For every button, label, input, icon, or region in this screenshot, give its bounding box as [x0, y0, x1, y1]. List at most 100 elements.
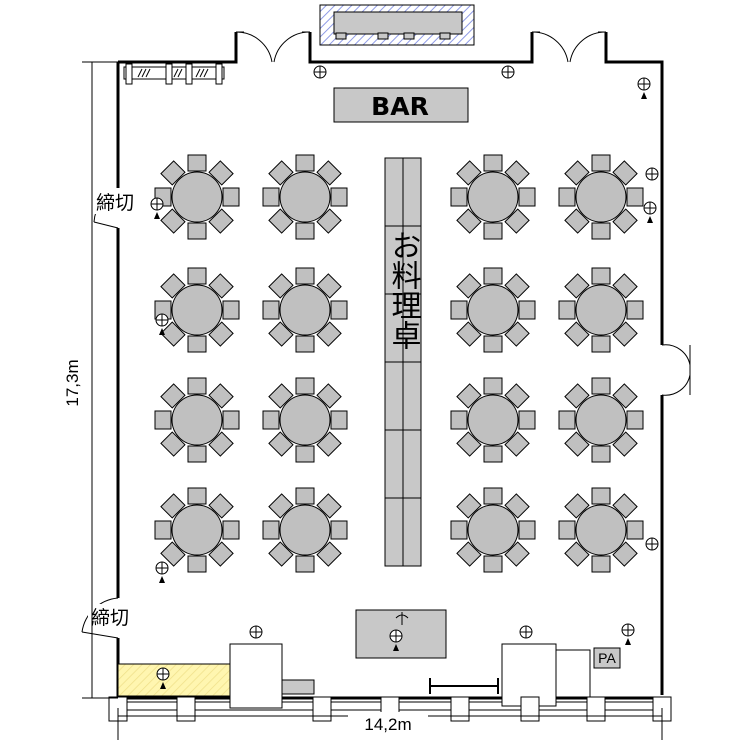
chair: [456, 541, 482, 567]
chair: [222, 187, 240, 207]
chair: [612, 431, 638, 457]
chair: [626, 520, 644, 540]
chair: [268, 383, 294, 409]
chair: [504, 273, 530, 299]
chair: [268, 493, 294, 519]
chair: [504, 383, 530, 409]
chair: [268, 208, 294, 234]
chair: [160, 160, 186, 186]
width-label: 14,2m: [364, 715, 411, 734]
chair: [160, 541, 186, 567]
chair: [268, 541, 294, 567]
chair: [564, 321, 590, 347]
table-top: [467, 284, 519, 336]
pa-label: PA: [598, 650, 616, 666]
chair: [612, 541, 638, 567]
chair: [154, 520, 172, 540]
chair: [483, 154, 503, 172]
table-top: [575, 394, 627, 446]
chair: [262, 187, 280, 207]
round-table: [558, 267, 644, 353]
light-marker: [519, 625, 533, 639]
chair: [295, 222, 315, 240]
chair: [160, 431, 186, 457]
chair: [316, 273, 342, 299]
chair: [208, 493, 234, 519]
round-table: [262, 154, 348, 240]
chair: [208, 208, 234, 234]
table-top: [171, 394, 223, 446]
chair: [518, 300, 536, 320]
chair: [612, 493, 638, 519]
light-marker: [645, 167, 659, 181]
exit-label-lower: 締切: [91, 607, 129, 629]
chair: [208, 541, 234, 567]
chair: [483, 445, 503, 463]
chair: [268, 273, 294, 299]
chair: [295, 555, 315, 573]
chair: [504, 431, 530, 457]
chair: [564, 431, 590, 457]
exit-label-upper: 締切: [96, 192, 134, 214]
chair: [187, 445, 207, 463]
chair: [295, 154, 315, 172]
round-table: [154, 267, 240, 353]
stage-left: [117, 643, 315, 709]
chair: [483, 487, 503, 505]
round-table: [450, 154, 536, 240]
speaker-marker: [637, 77, 651, 99]
buffet-table: お料理卓: [384, 157, 422, 567]
chair: [456, 431, 482, 457]
chair: [330, 300, 348, 320]
table-top: [467, 171, 519, 223]
chair: [316, 541, 342, 567]
speaker-marker: [150, 197, 164, 219]
chair: [295, 377, 315, 395]
height-label: 17,3m: [63, 359, 82, 406]
table-top: [467, 394, 519, 446]
chair: [187, 335, 207, 353]
chair: [295, 335, 315, 353]
chair: [591, 222, 611, 240]
chair: [316, 208, 342, 234]
chair: [612, 383, 638, 409]
chair: [450, 187, 468, 207]
round-table: [154, 377, 240, 463]
round-table: [558, 154, 644, 240]
column: [312, 696, 332, 722]
chair: [456, 383, 482, 409]
chair: [262, 410, 280, 430]
chair: [154, 410, 172, 430]
chair: [295, 267, 315, 285]
table-top: [575, 284, 627, 336]
chair: [330, 520, 348, 540]
chair: [187, 154, 207, 172]
speaker-marker: [155, 313, 169, 335]
chair: [564, 208, 590, 234]
back-counter: [319, 4, 475, 46]
chair: [262, 300, 280, 320]
buffet-label: お料理卓: [386, 230, 422, 350]
chair: [591, 154, 611, 172]
chair: [456, 208, 482, 234]
chair: [518, 410, 536, 430]
table-top: [279, 171, 331, 223]
top-doors: [235, 31, 607, 63]
round-table: [450, 487, 536, 573]
equipment-right: [429, 643, 591, 707]
chair: [591, 487, 611, 505]
speaker-marker: [643, 201, 657, 223]
chair: [456, 493, 482, 519]
chair: [187, 377, 207, 395]
light-marker: [645, 537, 659, 551]
chair: [160, 273, 186, 299]
chair: [456, 273, 482, 299]
chair: [483, 222, 503, 240]
round-table: [558, 487, 644, 573]
chair: [187, 222, 207, 240]
table-top: [171, 284, 223, 336]
column: [176, 696, 196, 722]
chair: [316, 160, 342, 186]
chair: [626, 300, 644, 320]
